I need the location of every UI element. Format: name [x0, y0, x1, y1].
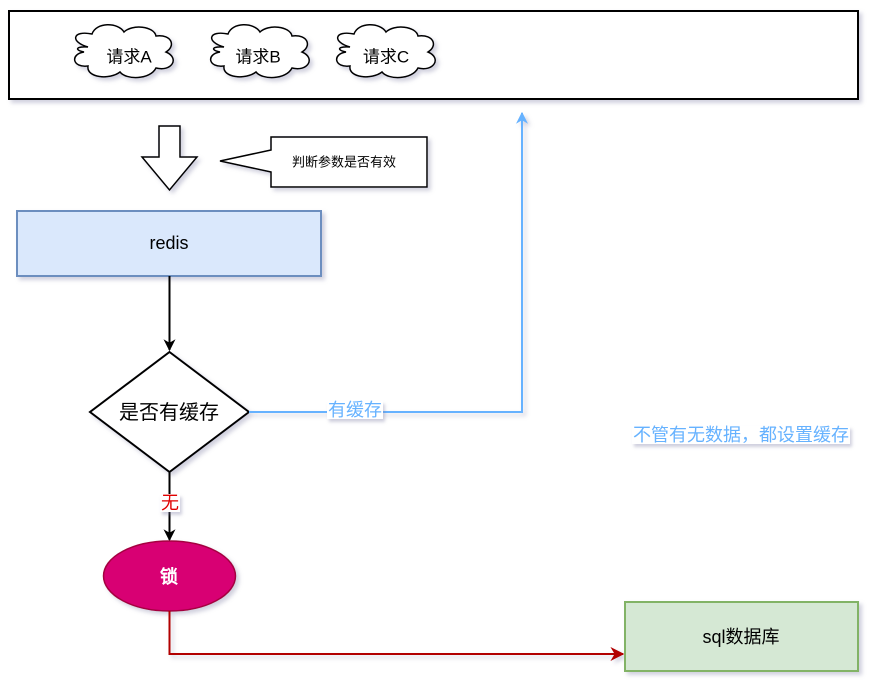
edge-set-cache-label: 不管有无数据，都设置缓存 [632, 425, 850, 445]
cloud-request-b-label: 请求B [235, 47, 281, 67]
callout-label: 判断参数是否有效 [291, 154, 397, 170]
decision-label: 是否有缓存 [119, 402, 219, 424]
down-arrow-icon [140, 125, 199, 192]
redis-label: redis [149, 233, 189, 253]
cloud-request-b[interactable] [210, 24, 310, 79]
edge-no-cache-label: 无 [160, 493, 180, 513]
lock-label: 锁 [160, 567, 178, 587]
edge-has-cache-label: 有缓存 [327, 400, 383, 420]
callout-shape[interactable] [219, 136, 428, 188]
database-node[interactable] [624, 601, 859, 672]
cloud-request-a[interactable] [74, 24, 174, 79]
cloud-request-c[interactable] [336, 24, 436, 79]
database-label: sql数据库 [702, 627, 780, 647]
edge-lock-to-database [168, 611, 625, 661]
redis-node[interactable] [16, 210, 322, 277]
cloud-request-a-label: 请求A [106, 47, 152, 67]
cloud-request-c-label: 请求C [362, 47, 410, 67]
